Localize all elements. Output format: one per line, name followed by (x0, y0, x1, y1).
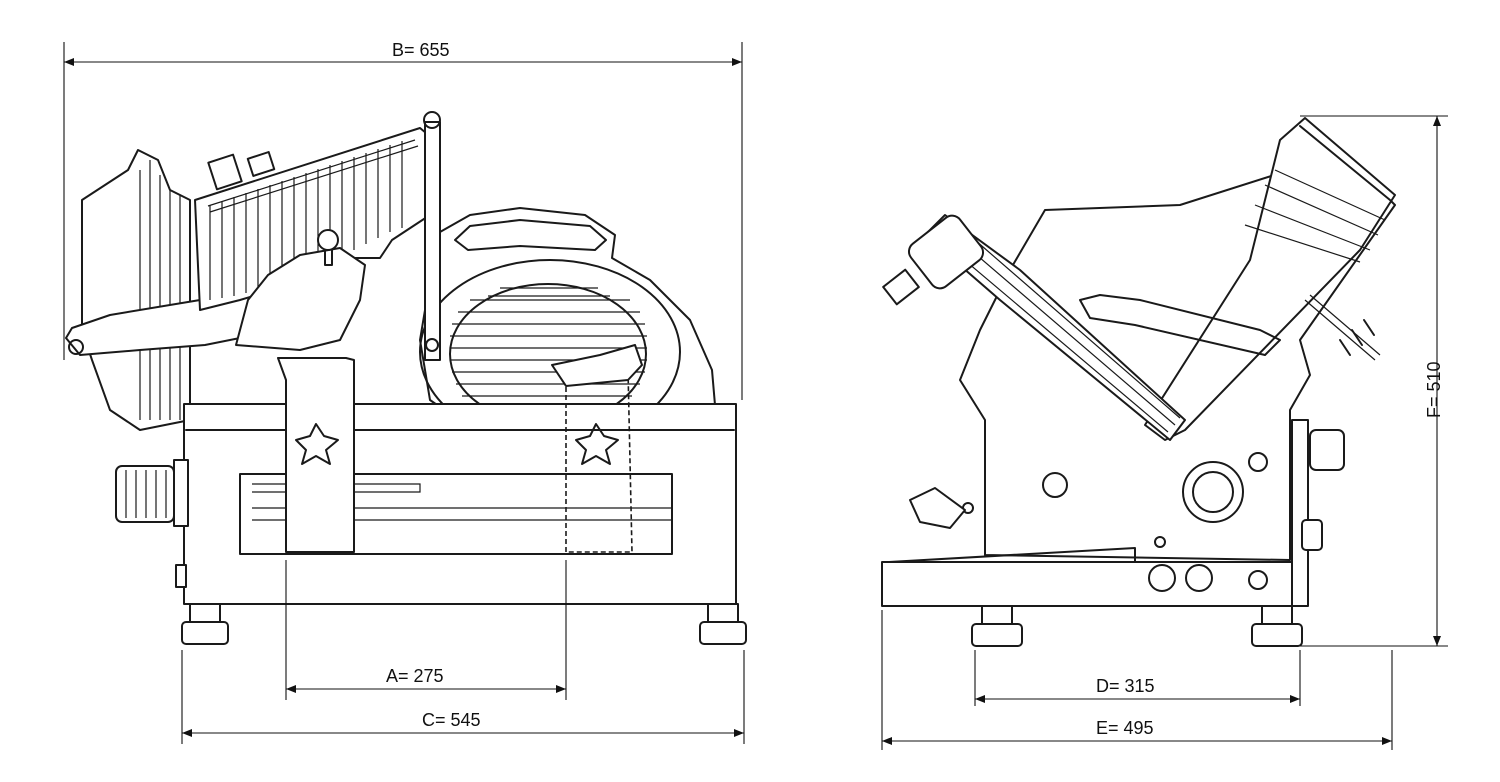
carriage-handle-front (1079, 294, 1281, 356)
dim-label-A: A= 275 (386, 666, 444, 686)
machine-base (183, 403, 737, 605)
dim-label-B: B= 655 (392, 40, 450, 60)
blade-guard (419, 207, 716, 429)
dimension-labels: B= 655 A= 275 C= 545 D= 315 E= 495 F= 51… (386, 40, 1444, 738)
side-view (65, 111, 747, 645)
rear-guard (81, 149, 191, 431)
dim-label-E: E= 495 (1096, 718, 1154, 738)
carriage-handle (424, 121, 441, 361)
thickness-knob (115, 465, 175, 523)
slide-rail (1144, 117, 1396, 441)
dimension-lines (63, 42, 1448, 750)
front-knob (907, 214, 985, 290)
dim-label-F: F= 510 (1424, 361, 1444, 418)
front-base (881, 561, 1293, 607)
front-view (881, 117, 1396, 647)
foot-left (181, 621, 229, 645)
carriage-ribs (207, 139, 419, 300)
clamp-rear-hidden (565, 359, 633, 553)
dim-label-D: D= 315 (1096, 676, 1155, 696)
gauge-plate (924, 214, 1186, 441)
dim-label-C: C= 545 (422, 710, 481, 730)
product-pusher (235, 247, 366, 351)
front-foot-right (1251, 623, 1303, 647)
foot-right (699, 621, 747, 645)
front-foot-left (971, 623, 1023, 647)
